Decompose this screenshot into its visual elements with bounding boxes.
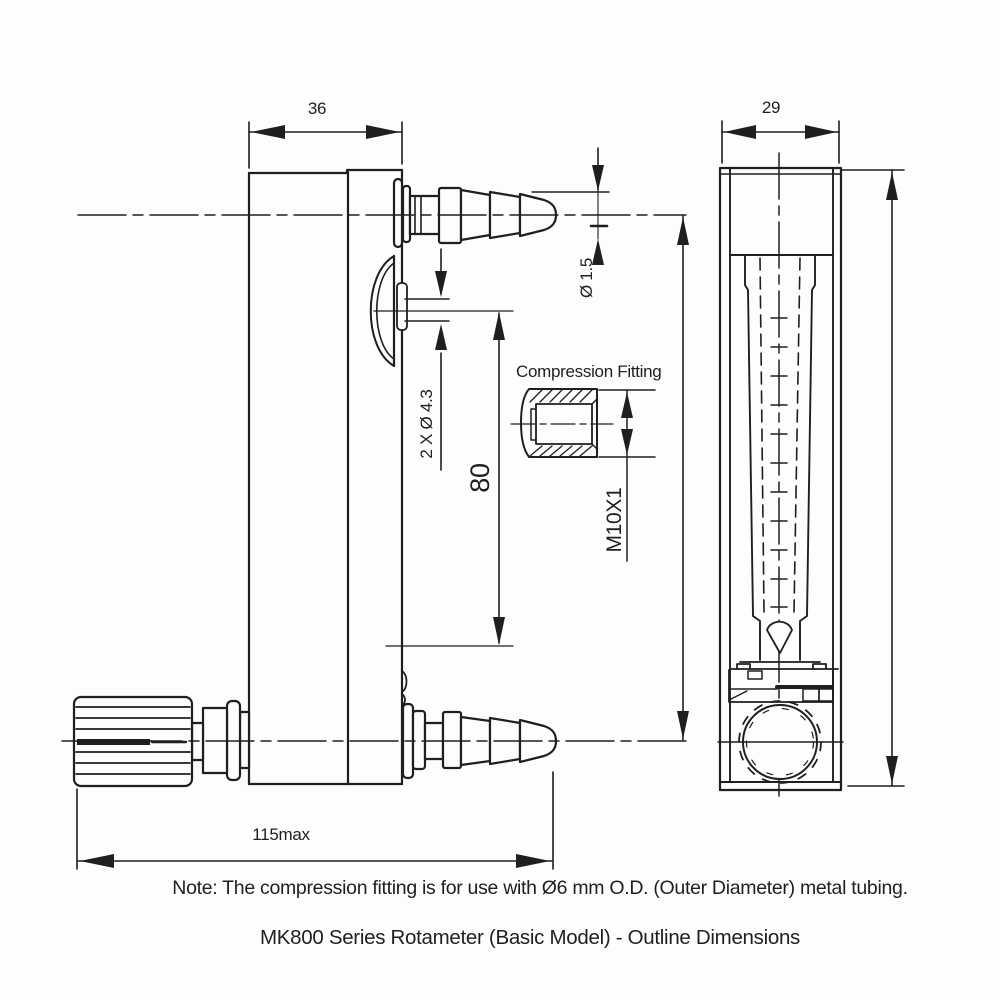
dim-hole-spacing-label: 80 [465,463,495,492]
scale-centerline [770,152,788,797]
side-view [61,121,689,870]
dim-length [76,771,554,870]
fitting-title: Compression Fitting [516,362,661,381]
thread-label: M10X1 [603,487,626,552]
dim-holes-label: 2 X Ø 4.3 [417,389,436,458]
dim-orifice-label: Ø 1.5 [577,258,596,298]
note-text: Note: The compression fitting is for use… [172,877,907,899]
centerlines-side [61,214,687,742]
dim-hole-spacing [493,312,505,645]
front-frame [718,166,843,792]
dim-length-label: 115max [252,825,310,844]
front-view [717,120,905,797]
dim-29-label: 29 [762,98,780,117]
port-distance-dimension-line [677,215,689,741]
float-indicator [766,620,793,654]
hatching [529,389,593,457]
height-dimension-line [840,169,905,787]
dim-thread [598,389,656,562]
rotameter-body-side [247,168,404,786]
inlet-barb-fitting [392,177,558,249]
dim-orifice [531,147,610,265]
glass-tube [744,254,816,661]
dim-29 [721,120,840,164]
drawing-title: MK800 Series Rotameter (Basic Model) - O… [260,926,800,949]
dim-36-label: 36 [308,99,326,118]
dim-holes [435,248,447,471]
dim-36 [248,121,403,169]
compression-fitting-detail [510,388,656,562]
valve-housing-front [728,661,839,703]
control-knob-side [72,695,251,788]
mounting-boss-bottom [401,670,408,706]
